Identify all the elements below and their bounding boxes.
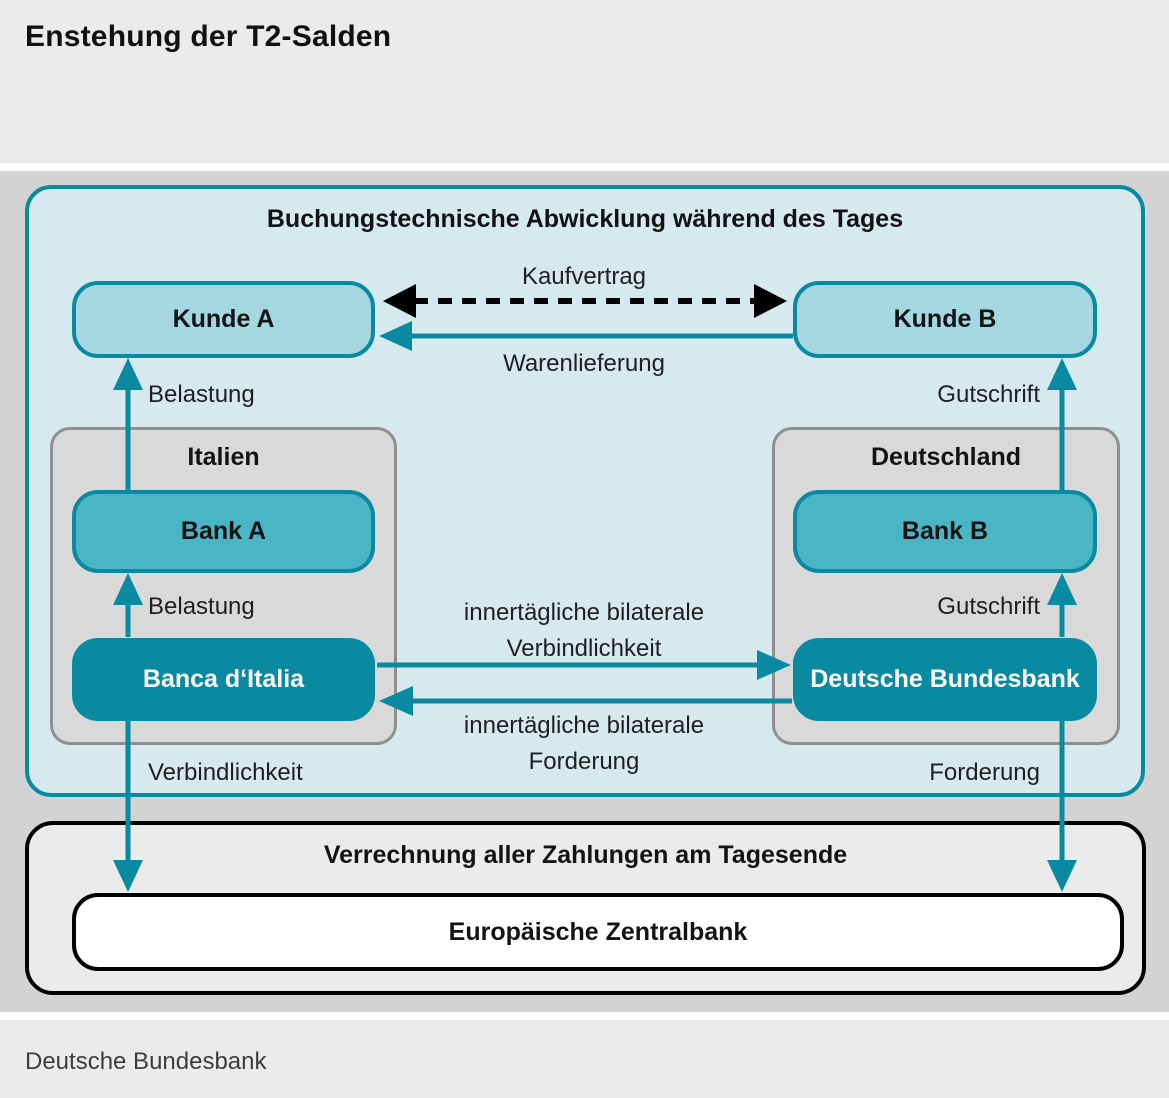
page-title: Enstehung der T2-Salden: [25, 20, 392, 53]
group-germany-title: Deutschland: [870, 443, 1022, 471]
footer-band: [0, 1020, 1169, 1098]
label-belastung-upper: Belastung: [148, 381, 255, 408]
label-belastung-lower: Belastung: [148, 593, 255, 620]
intraday-panel-title: Buchungstechnische Abwicklung während de…: [266, 205, 904, 233]
end-of-day-panel-title: Verrechnung aller Zahlungen am Tagesende: [323, 841, 848, 869]
label-intraday-liability: innertägliche bilaterale Verbindlichkeit: [384, 595, 784, 667]
label-kaufvertrag: Kaufvertrag: [521, 263, 647, 290]
node-deutsche-bundesbank: Deutsche Bundesbank: [793, 638, 1097, 721]
label-verbindlichkeit-bottom: Verbindlichkeit: [148, 759, 303, 786]
node-kunde-a: Kunde A: [72, 281, 375, 358]
label-warenlieferung: Warenlieferung: [503, 350, 665, 377]
label-intraday-claim-line1: innertägliche bilaterale: [463, 712, 705, 739]
label-intraday-claim-line2: Forderung: [528, 748, 640, 775]
footer-source-text: Deutsche Bundesbank: [25, 1048, 267, 1075]
node-kunde-b: Kunde B: [793, 281, 1097, 358]
node-banca-d-italia: Banca d‘Italia: [72, 638, 375, 721]
title-band: [0, 0, 1169, 163]
node-europaeische-zentralbank: Europäische Zentralbank: [72, 893, 1124, 971]
label-intraday-claim: innertägliche bilaterale Forderung: [384, 708, 784, 780]
label-forderung-bottom: Forderung: [929, 759, 1040, 786]
node-bank-a: Bank A: [72, 490, 375, 573]
node-bank-b: Bank B: [793, 490, 1097, 573]
label-gutschrift-lower: Gutschrift: [937, 593, 1040, 620]
label-gutschrift-upper: Gutschrift: [937, 381, 1040, 408]
label-intraday-liability-line2: Verbindlichkeit: [506, 635, 662, 662]
label-intraday-liability-line1: innertägliche bilaterale: [463, 599, 705, 626]
group-italy-title: Italien: [187, 443, 260, 471]
